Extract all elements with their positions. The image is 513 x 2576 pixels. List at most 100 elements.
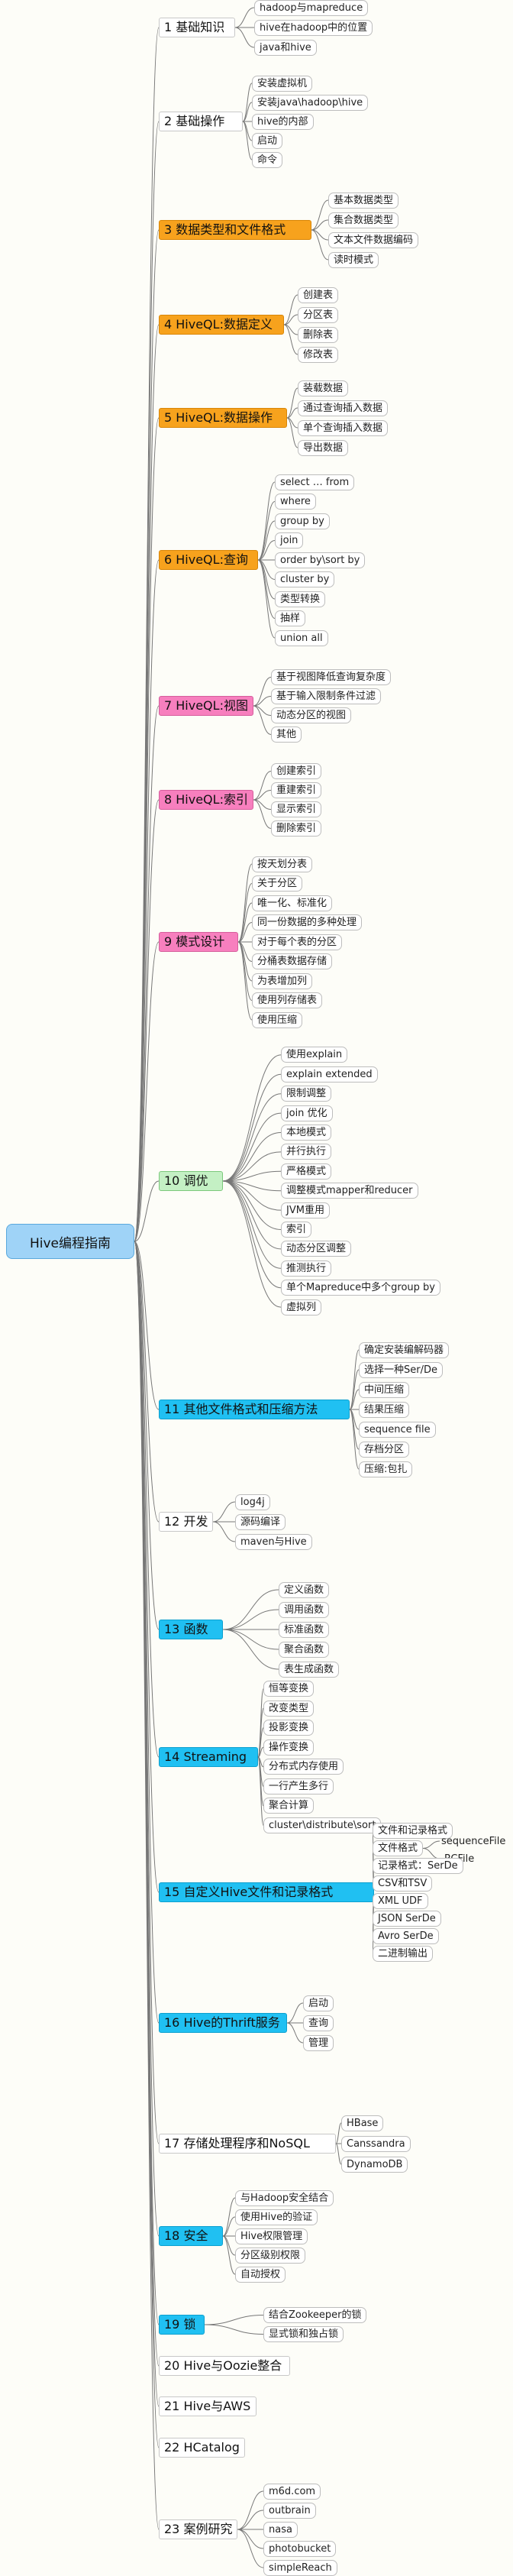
topic-18-item-1[interactable]: 与Hadoop安全结合 (235, 2189, 334, 2206)
topic-15-item-8[interactable]: 二进制输出 (373, 1946, 434, 1962)
topic-15-item-1[interactable]: 文件和记录格式 (373, 1823, 453, 1839)
topic-15-item-5[interactable]: XML UDF (373, 1893, 428, 1909)
topic-6[interactable]: 6 HiveQL:查询 (159, 550, 258, 570)
topic-7[interactable]: 7 HiveQL:视图 (159, 696, 253, 716)
topic-1-item-1[interactable]: hadoop与mapreduce (254, 0, 369, 16)
topic-6-item-4[interactable]: join (275, 532, 304, 549)
topic-1[interactable]: 1 基础知识 (159, 18, 235, 37)
topic-15[interactable]: 15 自定义Hive文件和记录格式 (159, 1882, 374, 1902)
topic-6-item-6[interactable]: cluster by (275, 571, 335, 587)
topic-9-item-4[interactable]: 同一份数据的多种处理 (252, 914, 363, 930)
topic-13-item-5[interactable]: 表生成函数 (279, 1661, 340, 1678)
topic-1-item-2[interactable]: hive在hadoop中的位置 (254, 19, 373, 36)
topic-11-item-7[interactable]: 压缩:包扎 (359, 1461, 413, 1477)
topic-5-item-1[interactable]: 装载数据 (298, 380, 349, 396)
topic-6-item-5[interactable]: order by\sort by (275, 552, 366, 568)
topic-2[interactable]: 2 基础操作 (159, 112, 243, 131)
topic-11-item-6[interactable]: 存档分区 (359, 1441, 410, 1458)
topic-10-item-11[interactable]: 动态分区调整 (281, 1241, 352, 1257)
topic-3-item-3[interactable]: 文本文件数据编码 (328, 231, 419, 248)
topic-9-item-3[interactable]: 唯一化、标准化 (252, 895, 333, 911)
topic-10-item-1[interactable]: 使用explain (281, 1047, 348, 1063)
topic-10-item-4[interactable]: join 优化 (281, 1105, 333, 1121)
topic-14-item-4[interactable]: 操作变换 (263, 1739, 315, 1756)
topic-7-item-2[interactable]: 基于输入限制条件过滤 (271, 688, 382, 704)
topic-5[interactable]: 5 HiveQL:数据操作 (159, 408, 287, 428)
topic-11-item-5[interactable]: sequence file (359, 1421, 436, 1438)
topic-5-item-4[interactable]: 导出数据 (298, 439, 349, 456)
topic-12-item-1[interactable]: log4j (235, 1493, 270, 1510)
topic-2-item-4[interactable]: 启动 (252, 132, 283, 149)
topic-11-item-3[interactable]: 中间压缩 (359, 1381, 410, 1398)
topic-11-item-4[interactable]: 结果压缩 (359, 1401, 410, 1418)
topic-2-item-3[interactable]: hive的内部 (252, 113, 314, 130)
topic-9-item-1[interactable]: 按天划分表 (252, 856, 313, 872)
topic-14-item-5[interactable]: 分布式内存使用 (263, 1759, 344, 1775)
topic-18-item-5[interactable]: 自动授权 (235, 2266, 286, 2283)
topic-23-item-2[interactable]: outbrain (263, 2502, 316, 2519)
topic-14[interactable]: 14 Streaming (159, 1747, 258, 1767)
topic-10-item-9[interactable]: JVM重用 (281, 1202, 330, 1218)
topic-15-item-7[interactable]: Avro SerDe (373, 1928, 439, 1944)
topic-6-item-8[interactable]: 抽样 (275, 610, 306, 626)
topic-5-item-3[interactable]: 单个查询插入数据 (298, 419, 389, 436)
topic-17-item-2[interactable]: Canssandra (341, 2135, 411, 2152)
topic-10-item-12[interactable]: 推测执行 (281, 1260, 332, 1277)
topic-15-item-4[interactable]: CSV和TSV (373, 1875, 433, 1892)
topic-8[interactable]: 8 HiveQL:索引 (159, 790, 253, 810)
topic-4-item-4[interactable]: 修改表 (298, 346, 339, 363)
topic-19-item-1[interactable]: 结合Zookeeper的锁 (263, 2307, 367, 2323)
topic-2-item-1[interactable]: 安装虚拟机 (252, 75, 313, 92)
topic-4-item-3[interactable]: 删除表 (298, 326, 339, 343)
topic-17-item-1[interactable]: HBase (341, 2115, 384, 2131)
topic-2-item-5[interactable]: 命令 (252, 151, 283, 168)
topic-6-item-3[interactable]: group by (275, 513, 330, 529)
topic-14-item-3[interactable]: 投影变换 (263, 1720, 315, 1736)
topic-10-item-14[interactable]: 虚拟列 (281, 1299, 322, 1316)
topic-4-item-1[interactable]: 创建表 (298, 286, 339, 303)
topic-6-item-7[interactable]: 类型转换 (275, 591, 326, 607)
topic-14-item-1[interactable]: 恒等变换 (263, 1681, 315, 1697)
topic-3-item-1[interactable]: 基本数据类型 (328, 192, 399, 209)
topic-2-item-2[interactable]: 安装java\hadoop\hive (252, 94, 369, 111)
topic-19[interactable]: 19 锁 (159, 2315, 205, 2335)
topic-20[interactable]: 20 Hive与Oozie整合 (159, 2356, 290, 2376)
topic-8-item-2[interactable]: 重建索引 (271, 782, 322, 798)
topic-10-item-6[interactable]: 并行执行 (281, 1144, 332, 1160)
topic-16-item-1[interactable]: 启动 (303, 1995, 334, 2011)
topic-16[interactable]: 16 Hive的Thrift服务 (159, 2013, 287, 2033)
topic-14-item-8[interactable]: cluster\distribute\sort (263, 1817, 382, 1833)
topic-6-item-1[interactable]: select … from (275, 474, 355, 490)
topic-15-item-6[interactable]: JSON SerDe (373, 1911, 441, 1927)
topic-3-item-4[interactable]: 读时模式 (328, 251, 379, 268)
topic-12[interactable]: 12 开发 (159, 1512, 214, 1532)
topic-13-item-4[interactable]: 聚合函数 (279, 1641, 330, 1658)
topic-18[interactable]: 18 安全 (159, 2226, 223, 2246)
topic-10-item-7[interactable]: 严格模式 (281, 1163, 332, 1180)
topic-10-item-3[interactable]: 限制调整 (281, 1086, 332, 1102)
topic-21[interactable]: 21 Hive与AWS (159, 2396, 256, 2416)
topic-14-item-6[interactable]: 一行产生多行 (263, 1778, 334, 1794)
topic-11-item-2[interactable]: 选择一种Ser/De (359, 1361, 443, 1378)
topic-9[interactable]: 9 模式设计 (159, 932, 238, 952)
topic-15-item-2-sub-1[interactable]: sequenceFile (441, 1835, 506, 1847)
topic-23-item-4[interactable]: photobucket (263, 2540, 337, 2557)
topic-13-item-1[interactable]: 定义函数 (279, 1581, 330, 1598)
topic-5-item-2[interactable]: 通过查询插入数据 (298, 400, 389, 416)
topic-10[interactable]: 10 调优 (159, 1171, 223, 1191)
topic-18-item-4[interactable]: 分区级别权限 (235, 2247, 306, 2264)
topic-3[interactable]: 3 数据类型和文件格式 (159, 220, 311, 240)
topic-4[interactable]: 4 HiveQL:数据定义 (159, 315, 284, 335)
topic-8-item-1[interactable]: 创建索引 (271, 763, 322, 779)
topic-10-item-10[interactable]: 索引 (281, 1222, 312, 1238)
topic-23[interactable]: 23 案例研究 (159, 2519, 238, 2539)
topic-15-item-3[interactable]: 记录格式：SerDe (373, 1858, 463, 1874)
topic-6-item-2[interactable]: where (275, 494, 316, 510)
topic-10-item-2[interactable]: explain extended (281, 1066, 378, 1083)
topic-23-item-1[interactable]: m6d.com (263, 2483, 321, 2500)
topic-11-item-1[interactable]: 确定安装编解码器 (359, 1341, 450, 1358)
topic-13-item-3[interactable]: 标准函数 (279, 1621, 330, 1638)
topic-13-item-2[interactable]: 调用函数 (279, 1601, 330, 1618)
topic-9-item-2[interactable]: 关于分区 (252, 875, 303, 892)
topic-7-item-4[interactable]: 其他 (271, 727, 302, 743)
